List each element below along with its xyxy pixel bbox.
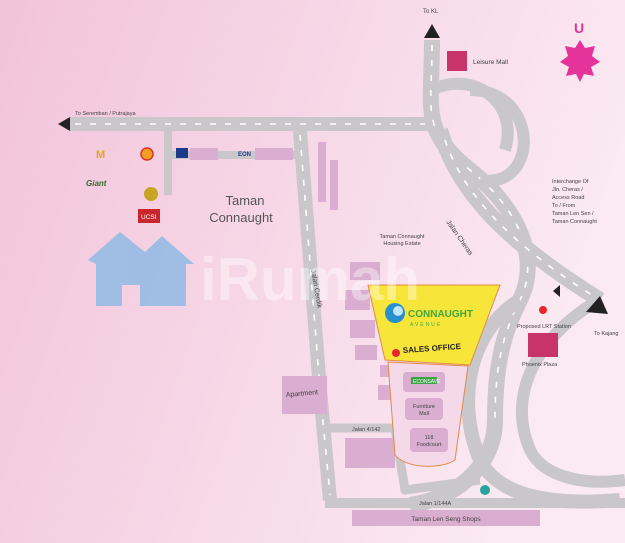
label-lrt-station: Proposed LRT Station <box>517 324 571 330</box>
lrt-station-marker <box>539 306 547 314</box>
road-interchange-loop <box>429 77 530 187</box>
svg-text:ECONSAVE: ECONSAVE <box>413 379 441 385</box>
svg-text:Taman Connaught: Taman Connaught <box>552 219 597 225</box>
svg-text:U: U <box>574 20 584 36</box>
shell-logo <box>140 147 154 161</box>
svg-text:Mall: Mall <box>419 411 429 417</box>
watermark: iRumah <box>88 232 420 313</box>
sales-office-marker <box>392 349 400 357</box>
econsave-logo <box>411 377 437 384</box>
petronas-sign <box>176 148 188 158</box>
direction-arrows <box>58 24 608 314</box>
giant-logo: Giant <box>86 179 107 188</box>
arrow-to-seremban <box>58 117 70 131</box>
svg-text:Jln. Cheras /: Jln. Cheras / <box>552 187 583 193</box>
label-housing-estate: Taman Connaught <box>380 234 425 240</box>
svg-text:Connaught: Connaught <box>209 210 273 225</box>
connaught-avenue-logo: CONNAUGHT AVENUE <box>385 303 473 328</box>
svg-text:UCSI: UCSI <box>141 214 157 221</box>
svg-text:iRumah: iRumah <box>200 246 420 313</box>
arrow-to-kl <box>424 24 440 38</box>
label-taman-connaught: Taman <box>225 193 264 208</box>
label-phoenix-plaza: Phoenix Plaza <box>522 362 558 368</box>
label-to-seremban: To Seremban / Putrajaya <box>75 111 136 117</box>
svg-text:118: 118 <box>425 435 434 441</box>
svg-text:Furniture: Furniture <box>413 404 435 410</box>
mcdonalds-logo: M <box>96 149 105 161</box>
label-interchange: Interchange Of Jln. Cheras / Access Road… <box>552 179 597 225</box>
label-apartment: Apartment <box>286 389 319 399</box>
len-seng-shops-block <box>352 510 540 526</box>
svg-text:Housing Estate: Housing Estate <box>383 241 420 247</box>
svg-text:Interchange Of: Interchange Of <box>552 179 589 185</box>
label-len-seng-shops: Taman Len Seng Shops <box>411 516 481 523</box>
label-to-kajang: To Kajang <box>594 331 618 337</box>
phoenix-plaza-marker <box>528 333 558 357</box>
apartment-block <box>282 376 327 414</box>
eon-logo: EON <box>238 152 251 158</box>
label-jalan-4-142: Jalan 4/142 <box>352 427 380 433</box>
house-icon <box>88 232 194 306</box>
leisure-mall-marker <box>447 51 467 71</box>
road-jalan-cheras <box>432 127 605 307</box>
label-jalan-1-144a: Jalan 1/144A <box>419 501 451 507</box>
label-leisure-mall: Leisure Mall <box>473 59 509 66</box>
sales-office-label: SALES OFFICE <box>403 342 462 355</box>
svg-text:Foodcourt: Foodcourt <box>417 442 442 448</box>
svg-text:To / From: To / From <box>552 203 576 209</box>
ucsi-logo <box>138 209 160 223</box>
petrol-station-icon <box>480 485 490 495</box>
roads <box>70 39 625 513</box>
arrow-to-kajang <box>586 296 608 314</box>
svg-text:Taman Len Sen /: Taman Len Sen / <box>552 211 594 217</box>
svg-text:CONNAUGHT: CONNAUGHT <box>408 309 473 320</box>
label-to-kl: To KL <box>423 9 439 15</box>
u-logo: U <box>560 20 600 82</box>
badge-logo <box>144 187 158 201</box>
building-blocks <box>190 142 540 526</box>
svg-text:Access Road: Access Road <box>552 195 584 201</box>
svg-text:AVENUE: AVENUE <box>410 322 442 328</box>
